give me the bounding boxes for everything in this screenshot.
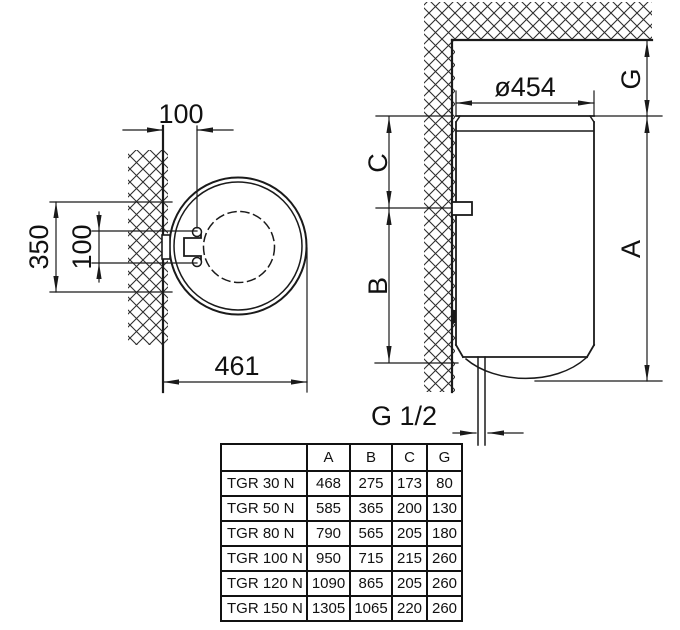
model-name: TGR 120 N (220, 570, 308, 597)
dim-wall-to-hook: 100 (122, 99, 234, 229)
col-header-A: A (306, 443, 351, 472)
dim-label-pipe-thread: G 1/2 (371, 401, 437, 431)
dim-total-height: A (534, 115, 663, 382)
dim-value: 180 (426, 520, 463, 547)
dim-label-hook-spacing: 100 (67, 224, 97, 269)
tank-outer-circle (168, 176, 308, 316)
dim-label-top-gap: G (616, 68, 646, 89)
dim-value: 260 (426, 570, 463, 597)
model-name: TGR 80 N (220, 520, 308, 547)
dim-diameter: ø454 (455, 72, 595, 116)
wall-anchor-plate (161, 234, 171, 260)
dim-value: 1305 (306, 595, 351, 622)
col-header-empty (220, 443, 308, 472)
col-header-G: G (426, 443, 463, 472)
mounting-hook-top (191, 226, 203, 238)
dim-value: 205 (391, 520, 428, 547)
tank-inner-circle (173, 181, 303, 311)
dim-top-to-bracket: C (363, 115, 453, 209)
dim-value: 220 (391, 595, 428, 622)
model-name: TGR 30 N (220, 470, 308, 497)
dim-bracket-to-bottom: B (363, 208, 459, 364)
heater-body (454, 114, 596, 380)
dim-depth: 461 (162, 247, 308, 393)
dim-value: 790 (306, 520, 351, 547)
dim-label-bracket-span: 350 (24, 224, 54, 269)
dim-bracket-span: 350 (24, 201, 173, 293)
dim-value: 260 (426, 595, 463, 622)
model-name: TGR 150 N (220, 595, 308, 622)
dim-value: 80 (426, 470, 463, 497)
col-header-C: C (391, 443, 428, 472)
dim-value: 260 (426, 545, 463, 572)
dim-label-top-to-bracket: C (363, 153, 393, 173)
dim-value: 585 (306, 495, 351, 522)
dim-value: 130 (426, 495, 463, 522)
mounting-hook-bottom (191, 256, 203, 268)
dim-label-bracket-to-bottom: B (363, 277, 393, 295)
lower-support-side (451, 310, 456, 323)
dim-value: 205 (391, 570, 428, 597)
dim-value: 1090 (306, 570, 351, 597)
mounting-bracket-side (451, 201, 473, 216)
dim-label-wall-to-hook: 100 (158, 99, 203, 129)
col-header-B: B (349, 443, 393, 472)
dim-value: 365 (349, 495, 393, 522)
dim-label-depth: 461 (214, 351, 259, 381)
bottom-dome-curve (464, 356, 588, 380)
model-name: TGR 100 N (220, 545, 308, 572)
dim-value: 275 (349, 470, 393, 497)
top-view: 100 350 100 461 (24, 99, 308, 394)
model-name: TGR 50 N (220, 495, 308, 522)
dim-value: 215 (391, 545, 428, 572)
dim-label-total-height: A (616, 240, 646, 258)
dim-value: 865 (349, 570, 393, 597)
wall-and-ceiling-hatch (424, 2, 652, 392)
dim-hook-spacing: 100 (67, 211, 198, 283)
dim-label-diameter: ø454 (494, 72, 556, 102)
dim-value: 715 (349, 545, 393, 572)
dim-pipe-thread: G 1/2 (371, 401, 524, 436)
dim-top-gap: G (616, 40, 650, 117)
dim-value: 565 (349, 520, 393, 547)
dim-value: 950 (306, 545, 351, 572)
mounting-bracket-channel (183, 232, 202, 262)
side-view: ø454 G A C B (363, 2, 663, 446)
inner-tank-dashed-circle (202, 210, 276, 284)
dim-value: 173 (391, 470, 428, 497)
outlet-pipe (477, 356, 486, 446)
dim-value: 1065 (349, 595, 393, 622)
dim-value: 468 (306, 470, 351, 497)
dim-value: 200 (391, 495, 428, 522)
